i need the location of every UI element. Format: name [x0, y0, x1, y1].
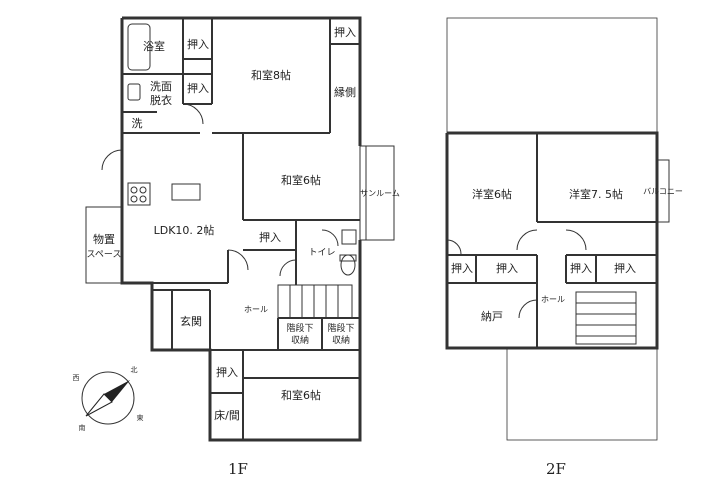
room-washitsu-6-bottom: 和室6帖: [281, 388, 321, 402]
room-storage-line1: 物置: [93, 232, 115, 246]
2f-doors: [446, 229, 587, 319]
compass-north: 北: [131, 366, 138, 374]
room-under-stairs-2-line2: 収納: [332, 334, 350, 346]
floor-1: [85, 16, 395, 442]
floor-2-label: 2F: [546, 460, 566, 478]
room-washroom-line1: 洗面: [150, 80, 172, 93]
room-under-stairs-1-line2: 収納: [291, 334, 309, 346]
2f-interior-walls: [447, 133, 657, 348]
room-closet-ldk: 押入: [259, 230, 281, 244]
sunroom-outline: [359, 145, 395, 241]
floor-1-label: 1F: [228, 460, 248, 478]
1f-stairs: [277, 284, 353, 319]
room-laundry: 洗: [132, 117, 143, 130]
room-closet-left-2: 押入: [496, 261, 518, 275]
room-under-stairs-2-line1: 階段下: [327, 322, 354, 334]
floor-1-labels: 浴室 押入 押入 洗面 脱衣 洗 和室8帖 押入 縁側 和室6帖 サンルーム L…: [87, 25, 400, 422]
2f-stairs: [575, 291, 637, 345]
compass-east: 東: [137, 413, 144, 422]
room-sunroom: サンルーム: [360, 189, 400, 198]
room-closet-left-1: 押入: [451, 261, 473, 275]
room-entrance: 玄関: [180, 314, 202, 328]
compass-west: 西: [73, 374, 80, 382]
room-balcony: バルコニー: [643, 187, 683, 196]
room-closet-right-2: 押入: [614, 261, 636, 275]
1f-doors: [101, 103, 339, 283]
room-youshitsu-7-5: 洋室7. 5帖: [569, 187, 623, 201]
room-bath: 浴室: [143, 39, 165, 53]
2f-roof-outlines: [446, 17, 658, 441]
room-washroom-line2: 脱衣: [150, 93, 172, 107]
room-washitsu-6-mid: 和室6帖: [281, 173, 321, 187]
balcony-outline: [656, 159, 670, 223]
room-ldk: LDK10. 2帖: [154, 224, 215, 237]
room-closet-right-1: 押入: [570, 261, 592, 275]
1f-fixtures: [127, 23, 357, 276]
room-nando: 納戸: [481, 310, 503, 323]
floor-2-labels: 洋室6帖 洋室7. 5帖 バルコニー 押入 押入 押入 押入 納戸 ホール: [451, 187, 683, 323]
room-closet-top-right: 押入: [334, 25, 356, 39]
1f-outer-walls: [120, 16, 362, 442]
compass-rose: 北 東 南 西: [73, 366, 144, 432]
floor-2: [445, 17, 670, 441]
room-washitsu-8: 和室8帖: [251, 68, 291, 82]
compass-south: 南: [79, 423, 86, 432]
room-hall-1f: ホール: [244, 305, 268, 314]
room-alcove: 床/間: [214, 408, 240, 422]
room-storage-line2: スペース: [87, 250, 122, 260]
room-engawa: 縁側: [334, 85, 356, 99]
room-youshitsu-6: 洋室6帖: [472, 187, 512, 201]
room-toilet: トイレ: [308, 248, 335, 258]
2f-outer-walls: [445, 131, 659, 350]
room-under-stairs-1-line1: 階段下: [286, 322, 313, 334]
room-hall-2f: ホール: [541, 295, 565, 304]
room-closet-bath-2: 押入: [187, 81, 209, 95]
storage-space-outline: [85, 206, 123, 284]
room-closet-bottom: 押入: [216, 365, 238, 379]
room-closet-bath: 押入: [187, 37, 209, 51]
